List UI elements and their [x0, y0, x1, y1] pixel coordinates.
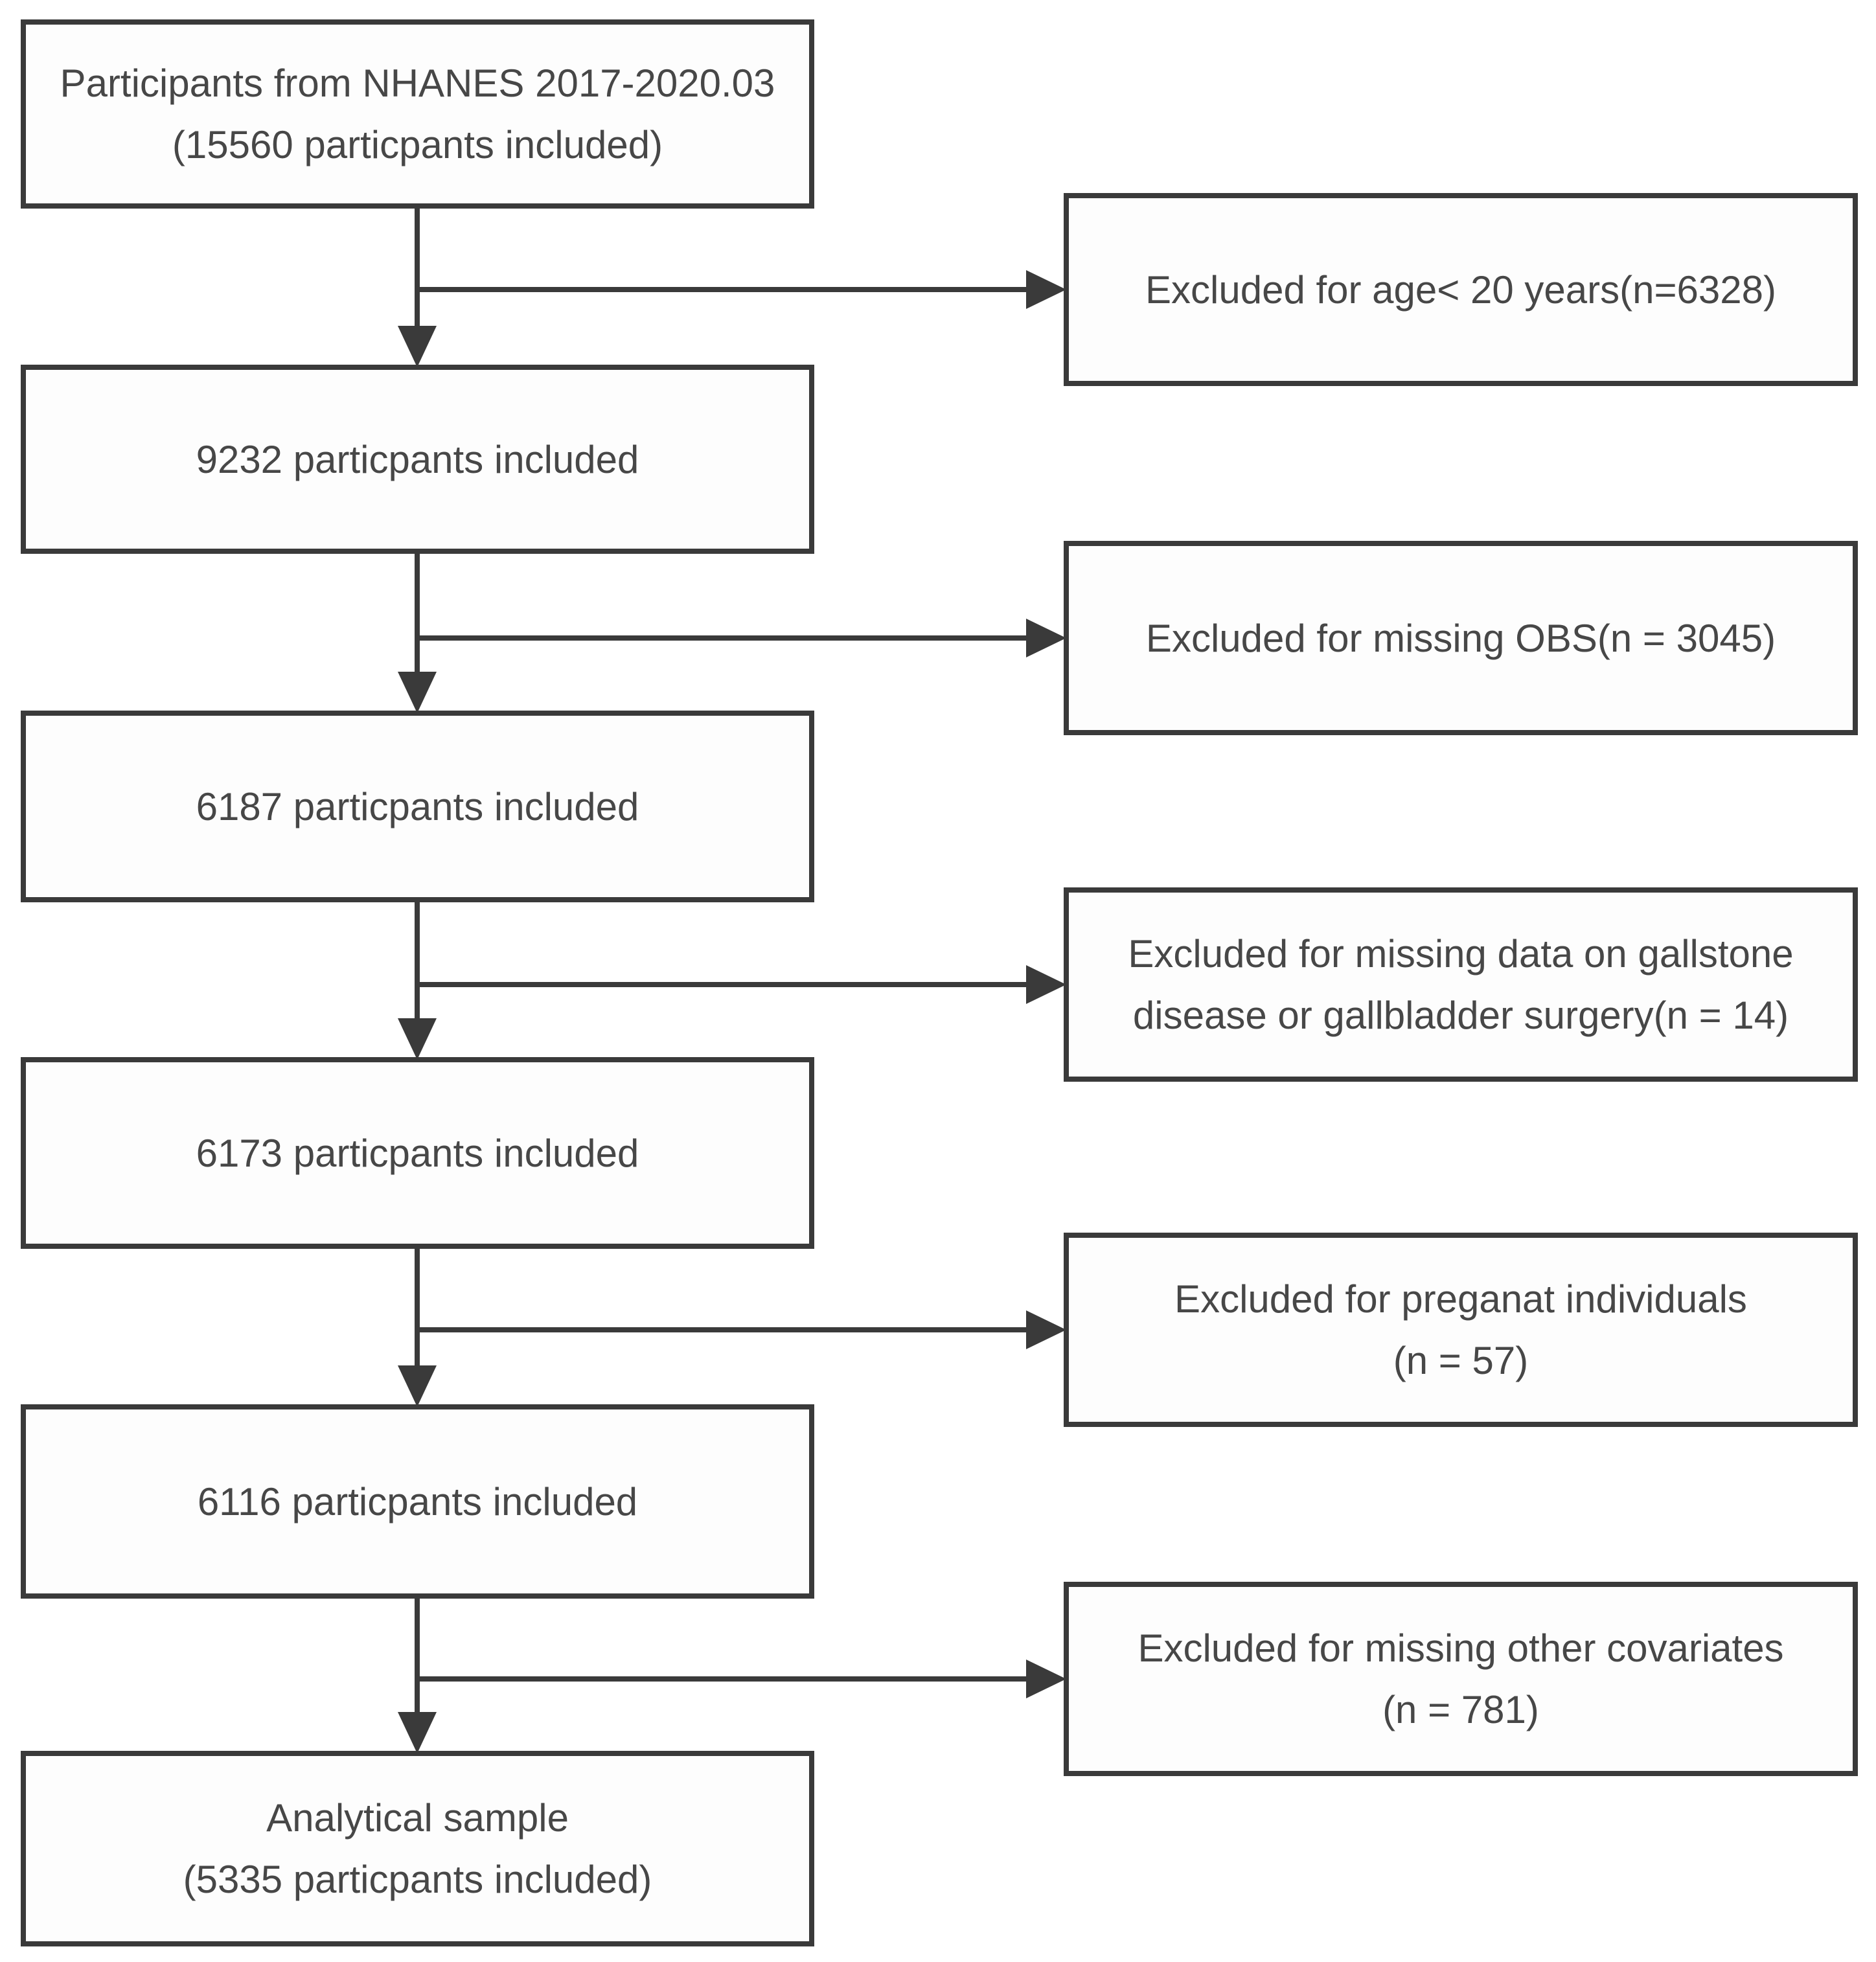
flow-box-text-line: 6116 particpants included: [197, 1479, 638, 1523]
arrow-down-1: [398, 206, 437, 367]
flow-box-text-line: (15560 particpants included): [172, 123, 663, 166]
flow-box-text-line: disease or gallbladder surgery(n = 14): [1132, 994, 1789, 1037]
flow-box-text-line: 6187 particpants included: [196, 784, 639, 828]
flow-box-text-line: 9232 particpants included: [196, 437, 639, 481]
flow-box-text-line: Excluded for preganat individuals: [1174, 1277, 1747, 1321]
arrow-right-exclusion-5: [417, 1660, 1066, 1698]
flow-box-text-line: (5335 particpants included): [183, 1858, 652, 1901]
flow-box-excluded-gallstone-data: Excluded for missing data on gallstone d…: [1064, 887, 1858, 1082]
flow-box-excluded-pregnant: Excluded for preganat individuals (n = 5…: [1064, 1233, 1858, 1427]
flow-box-included-9232: 9232 particpants included: [21, 365, 814, 554]
flow-box-included-6187: 6187 particpants included: [21, 711, 814, 902]
flow-box-text-line: Excluded for missing data on gallstone: [1128, 932, 1794, 975]
flow-box-text-line: (n = 781): [1382, 1688, 1539, 1731]
flow-box-text-line: Analytical sample: [266, 1796, 569, 1840]
arrow-down-2: [398, 551, 437, 713]
flow-box-text-line: Participants from NHANES 2017-2020.03: [60, 62, 775, 105]
arrow-down-4: [398, 1246, 437, 1407]
flow-box-text-line: Excluded for missing OBS(n = 3045): [1145, 616, 1776, 660]
flow-box-nhanes-participants: Participants from NHANES 2017-2020.03 (1…: [21, 19, 814, 209]
flow-box-excluded-age: Excluded for age< 20 years(n=6328): [1064, 193, 1858, 386]
arrow-down-5: [398, 1596, 437, 1753]
flow-box-text-line: Excluded for missing other covariates: [1138, 1626, 1784, 1670]
flow-box-text-line: Excluded for age< 20 years(n=6328): [1145, 268, 1776, 312]
flow-box-included-6116: 6116 particpants included: [21, 1404, 814, 1599]
arrow-right-exclusion-3: [417, 965, 1066, 1004]
flow-box-included-6173: 6173 particpants included: [21, 1057, 814, 1249]
flow-box-analytical-sample: Analytical sample (5335 particpants incl…: [21, 1751, 814, 1946]
flow-box-text-line: (n = 57): [1393, 1339, 1529, 1382]
arrow-right-exclusion-2: [417, 619, 1066, 657]
arrow-right-exclusion-4: [417, 1310, 1066, 1349]
flow-box-text-line: 6173 particpants included: [196, 1131, 639, 1175]
arrow-right-exclusion-1: [417, 270, 1066, 309]
flow-box-excluded-covariates: Excluded for missing other covariates (n…: [1064, 1582, 1858, 1776]
arrow-down-3: [398, 900, 437, 1060]
flow-box-excluded-missing-obs: Excluded for missing OBS(n = 3045): [1064, 541, 1858, 735]
